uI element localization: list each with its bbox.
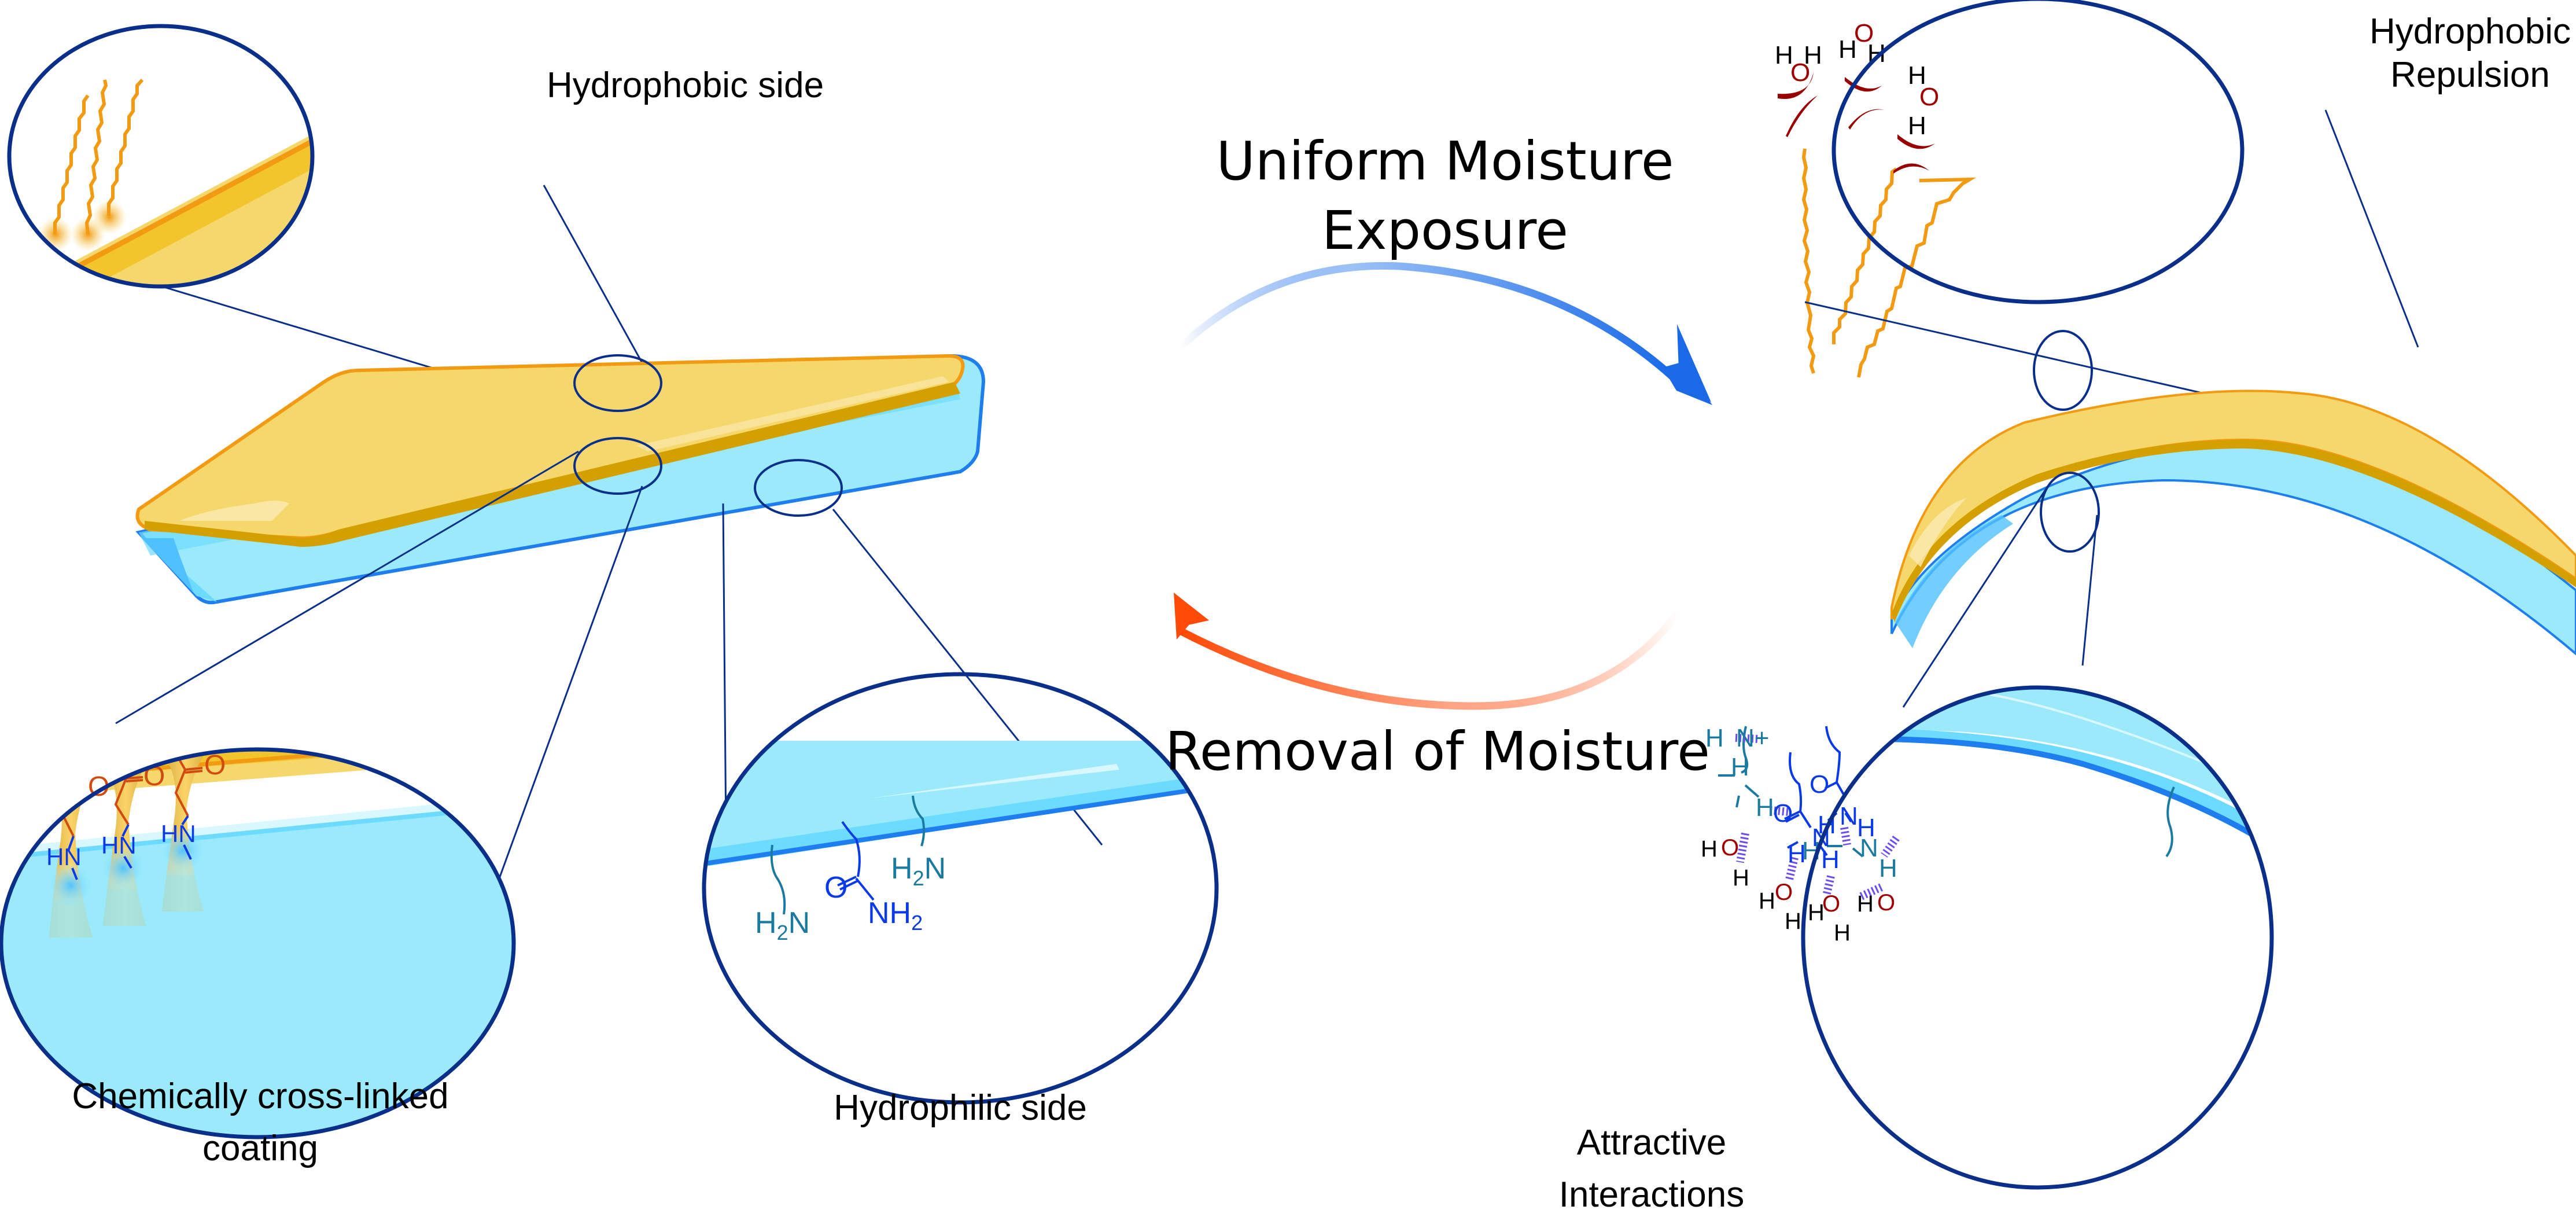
amine-group: HN [101, 832, 137, 859]
amide-group: NH2 [868, 896, 923, 935]
alkyl-chain [1832, 167, 1897, 344]
hydrogen-bonds [1735, 734, 1900, 901]
label-hydrophobic-line2: Repulsion [2390, 55, 2550, 95]
svg-text:H: H [1759, 888, 1775, 914]
alkyl-chain [1801, 148, 1816, 374]
atom-oxygen: O [204, 750, 226, 781]
label-attractive-line2: Interactions [1559, 1175, 1745, 1215]
svg-text:O: O [1877, 890, 1895, 916]
alkyl-chain [53, 94, 90, 234]
zoom-marker [2040, 472, 2100, 553]
svg-text:H: H [1785, 909, 1801, 934]
water-molecules-top: H O H H O H H O H [1775, 19, 1939, 140]
svg-text:O: O [1721, 835, 1739, 861]
zoom-marker [573, 437, 662, 495]
crosslink-pillar [40, 764, 101, 937]
atom-hydrogen: H [1731, 753, 1749, 781]
lens-hydrophilic-side: H2N H2N O NH2 [702, 672, 1219, 1105]
atom-oxygen: O [1810, 770, 1829, 799]
alkyl-chain [84, 79, 108, 235]
ammonium-group: N+ [1736, 724, 1769, 752]
zoom-marker [573, 354, 662, 412]
atom-hydrogen: H [1705, 724, 1724, 752]
amine-group: H2N [891, 852, 946, 890]
label-attractive-line1: Attractive [1577, 1123, 1726, 1163]
svg-text:H: H [1908, 61, 1926, 90]
curved-bilayer-strip [1890, 330, 2576, 708]
label-hydrophilic-side: Hydrophilic side [834, 1088, 1087, 1128]
lens-hydrophobic-repulsion: H O H H O H H O H [1775, 0, 2419, 409]
svg-text:H: H [1857, 891, 1874, 917]
atom-oxygen: O [824, 871, 847, 905]
amine-group: H2N [755, 906, 810, 944]
water-molecules-bottom: H O H H O H H O H H O [1701, 835, 1895, 946]
atom-hydrogen: H [1788, 840, 1806, 868]
svg-text:H: H [1838, 35, 1857, 64]
atom-hydrogen: H [1879, 854, 1897, 883]
svg-text:H: H [1908, 112, 1926, 140]
arrow-removal-of-moisture [1174, 593, 1681, 710]
svg-text:H: H [1701, 836, 1718, 862]
svg-text:H: H [1733, 865, 1749, 891]
zoom-marker [754, 459, 843, 517]
svg-text:O: O [1790, 58, 1810, 87]
crosslink-pillar [155, 749, 215, 911]
svg-text:H: H [1808, 900, 1825, 925]
svg-text:H: H [1834, 920, 1851, 946]
label-hydrophobic-side: Hydrophobic side [547, 65, 824, 105]
label-uniform-moisture-line1: Uniform Moisture [1217, 130, 1674, 192]
atom-nitrogen: N [1840, 802, 1858, 830]
zoom-marker [2033, 330, 2093, 411]
label-uniform-moisture-line2: Exposure [1322, 200, 1568, 262]
label-crosslinked-line2: coating [202, 1128, 318, 1168]
lens-attractive-interactions: H N+ H H O N H H O N H H H N H H O H H O… [1701, 685, 2274, 1190]
atom-hydrogen: H [1857, 814, 1875, 842]
label-hydrophobic-line1: Hydrophobic [2369, 12, 2571, 52]
atom-hydrogen: H [1821, 845, 1840, 874]
crosslink-pillar [95, 752, 155, 926]
arrow-moisture-exposure [1177, 262, 1712, 405]
svg-text:O: O [1854, 19, 1874, 47]
alkyl-chain [1857, 177, 1977, 378]
amine-group: HN [46, 843, 82, 870]
amine-group: HN [161, 820, 196, 847]
atom-oxygen: O [1773, 799, 1793, 828]
alkyl-chain [107, 78, 144, 216]
label-crosslinked-line1: Chemically cross-linked [72, 1076, 448, 1116]
svg-text:H: H [1804, 41, 1822, 69]
svg-text:O: O [1775, 880, 1793, 905]
atom-nitrogen: N [1860, 834, 1878, 862]
svg-text:H: H [1775, 41, 1793, 69]
lens-crosslinked-coating: O O O HN HN HN [0, 747, 516, 1139]
leader-line [543, 185, 649, 374]
svg-text:O: O [1822, 891, 1840, 917]
atom-hydrogen: H [1756, 793, 1774, 822]
svg-text:O: O [1919, 83, 1939, 111]
label-removal-of-moisture: Removal of Moisture [1165, 720, 1710, 782]
flat-bilayer-strip [115, 354, 1103, 892]
